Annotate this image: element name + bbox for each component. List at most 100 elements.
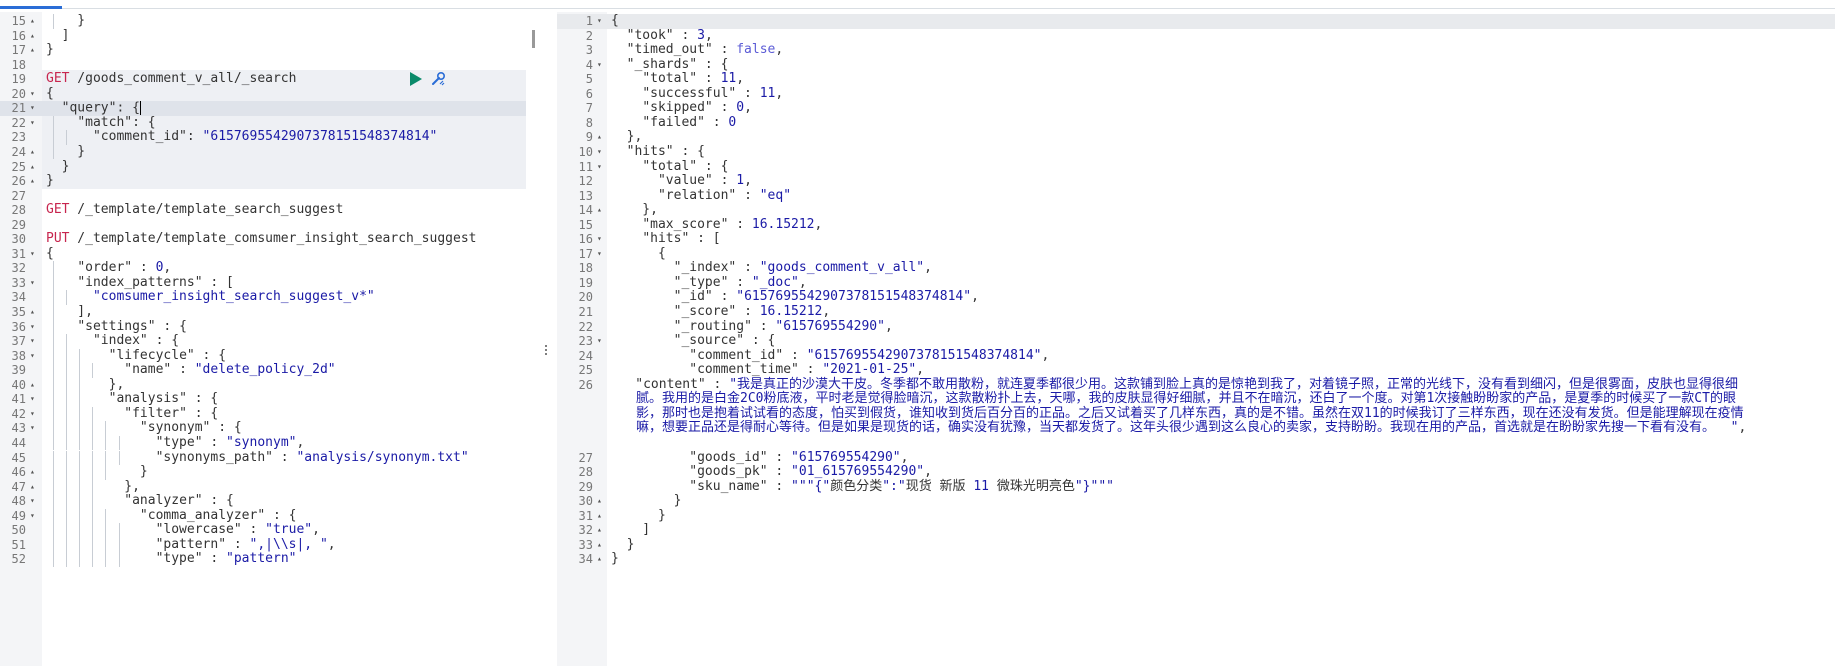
fold-toggle-icon[interactable]: ▾ [30, 321, 35, 331]
fold-toggle-icon[interactable]: ▴ [30, 161, 35, 171]
code-line[interactable]: 29 "sku_name" : """{"颜色分类":"现货 新版 11 微珠光… [557, 479, 1835, 495]
fold-toggle-icon[interactable]: ▴ [30, 45, 35, 55]
code-line[interactable]: 25▴ } [0, 159, 530, 175]
code-line[interactable]: 27 [0, 189, 530, 204]
fold-toggle-icon[interactable]: ▾ [597, 161, 602, 171]
code-line[interactable]: 39 "name" : "delete_policy_2d" [0, 362, 530, 378]
code-line[interactable]: 15 "max_score" : 16.15212, [557, 217, 1835, 233]
code-line[interactable]: 23 "comment_id": "6157695542907378151548… [0, 130, 530, 145]
code-line[interactable]: 45 "synonyms_path" : "analysis/synonym.t… [0, 450, 530, 466]
fold-toggle-icon[interactable]: ▾ [30, 423, 35, 433]
code-line[interactable]: 1▾{ [557, 13, 1835, 29]
fold-toggle-icon[interactable]: ▴ [30, 481, 35, 491]
code-line[interactable]: 52 "type" : "pattern" [0, 552, 530, 567]
code-line[interactable]: 10▾ "hits" : { [557, 144, 1835, 160]
code-line[interactable]: 6 "successful" : 11, [557, 86, 1835, 102]
fold-toggle-icon[interactable]: ▴ [597, 554, 602, 564]
code-line[interactable]: 26 "content" : "我是真正的沙漠大干皮。冬季都不敢用散粉，就连夏季… [557, 377, 1835, 436]
fold-toggle-icon[interactable]: ▾ [30, 117, 35, 127]
fold-toggle-icon[interactable]: ▾ [597, 336, 602, 346]
fold-toggle-icon[interactable]: ▴ [30, 176, 35, 186]
fold-toggle-icon[interactable]: ▴ [597, 132, 602, 142]
code-line[interactable]: 31▴ } [557, 508, 1835, 524]
code-line[interactable]: 33▴ } [557, 537, 1835, 553]
fold-toggle-icon[interactable]: ▾ [597, 16, 602, 25]
code-line[interactable]: 14▴ }, [557, 203, 1835, 218]
editor-scrollbar[interactable] [532, 30, 535, 48]
code-line[interactable]: 43▾ "synonym" : { [0, 421, 530, 436]
fold-toggle-icon[interactable]: ▴ [597, 539, 602, 549]
fold-toggle-icon[interactable]: ▴ [30, 16, 35, 25]
fold-toggle-icon[interactable]: ▾ [30, 394, 35, 404]
fold-toggle-icon[interactable]: ▴ [30, 307, 35, 316]
code-line[interactable]: 26▴} [0, 173, 530, 189]
code-line[interactable]: 42▾ "filter" : { [0, 406, 530, 422]
code-line[interactable]: 3 "timed_out" : false, [557, 42, 1835, 58]
fold-toggle-icon[interactable]: ▴ [597, 205, 602, 215]
code-line[interactable]: 5 "total" : 11, [557, 71, 1835, 87]
code-line[interactable]: 31▾{ [0, 246, 530, 262]
code-line[interactable]: 18 "_index" : "goods_comment_v_all", [557, 261, 1835, 276]
code-line[interactable]: 41▾ "analysis" : { [0, 392, 530, 407]
code-line[interactable]: 34▴} [557, 552, 1835, 567]
code-line[interactable]: 24 "comment_id" : "615769554290737815154… [557, 348, 1835, 364]
code-line[interactable]: 40▴ }, [0, 377, 530, 393]
code-line[interactable]: 20▾{ [0, 86, 530, 102]
fold-toggle-icon[interactable]: ▾ [30, 248, 35, 258]
code-line[interactable]: 28 "goods_pk" : "01_615769554290", [557, 464, 1835, 480]
code-line[interactable]: 49▾ "comma_analyzer" : { [0, 508, 530, 524]
code-line[interactable]: 25 "comment_time" : "2021-01-25", [557, 362, 1835, 378]
fold-toggle-icon[interactable]: ▾ [597, 248, 602, 258]
code-line[interactable]: 35▴ ], [0, 304, 530, 320]
code-line[interactable]: 21 "_score" : 16.15212, [557, 304, 1835, 320]
code-line[interactable]: 32▴ ] [557, 523, 1835, 538]
fold-toggle-icon[interactable]: ▾ [30, 350, 35, 360]
code-line[interactable]: 51 "pattern" : ",|\\s|, ", [0, 537, 530, 553]
vertical-dots-icon[interactable] [540, 0, 552, 666]
code-line[interactable]: 19 "_type" : "_doc", [557, 275, 1835, 291]
code-line[interactable]: 20 "_id" : "6157695542907378151548374814… [557, 290, 1835, 305]
code-line[interactable]: 34 "comsumer_insight_search_suggest_v*" [0, 290, 530, 305]
fold-toggle-icon[interactable]: ▴ [597, 496, 602, 506]
code-line[interactable]: 47▴ }, [0, 479, 530, 495]
fold-toggle-icon[interactable]: ▾ [30, 103, 35, 113]
code-line[interactable]: 22 "_routing" : "615769554290", [557, 319, 1835, 335]
code-line[interactable]: 30▴ } [557, 494, 1835, 509]
code-line[interactable]: 18 [0, 58, 530, 73]
code-line[interactable]: 50 "lowercase" : "true", [0, 522, 530, 538]
code-line[interactable]: 27 "goods_id" : "615769554290", [557, 450, 1835, 466]
fold-toggle-icon[interactable]: ▴ [30, 467, 35, 477]
code-line[interactable]: 12 "value" : 1, [557, 173, 1835, 189]
code-line[interactable]: 4▾ "_shards" : { [557, 57, 1835, 73]
code-line[interactable]: 15▴ } [0, 13, 530, 29]
code-line[interactable]: 22▾ "match": { [0, 115, 530, 131]
fold-toggle-icon[interactable]: ▾ [597, 234, 602, 244]
code-line[interactable]: 32 "order" : 0, [0, 261, 530, 276]
code-line[interactable]: 29 [0, 218, 530, 233]
code-line[interactable]: 33▾ "index_patterns" : [ [0, 275, 530, 291]
code-line[interactable]: 37▾ "index" : { [0, 333, 530, 349]
code-line[interactable]: 48▾ "analyzer" : { [0, 493, 530, 509]
code-line[interactable]: 44 "type" : "synonym", [0, 435, 530, 451]
fold-toggle-icon[interactable]: ▴ [597, 510, 602, 520]
play-icon[interactable] [410, 72, 422, 87]
fold-toggle-icon[interactable]: ▴ [30, 146, 35, 156]
fold-toggle-icon[interactable]: ▾ [597, 59, 602, 69]
code-line[interactable]: 16▾ "hits" : [ [557, 231, 1835, 247]
fold-toggle-icon[interactable]: ▾ [597, 146, 602, 156]
code-line[interactable]: 11▾ "total" : { [557, 159, 1835, 175]
fold-toggle-icon[interactable]: ▾ [30, 510, 35, 520]
code-line[interactable]: 7 "skipped" : 0, [557, 101, 1835, 116]
code-line[interactable]: 2 "took" : 3, [557, 28, 1835, 44]
active-tab-indicator[interactable] [0, 6, 62, 9]
code-line[interactable]: 17▴} [0, 43, 530, 58]
code-line[interactable]: 24▴ } [0, 144, 530, 160]
code-line[interactable]: 46▴ } [0, 464, 530, 480]
fold-toggle-icon[interactable]: ▴ [30, 379, 35, 389]
code-line[interactable]: 38▾ "lifecycle" : { [0, 348, 530, 364]
response-viewer[interactable]: 1▾{2 "took" : 3,3 "timed_out" : false,4▾… [557, 12, 1835, 666]
